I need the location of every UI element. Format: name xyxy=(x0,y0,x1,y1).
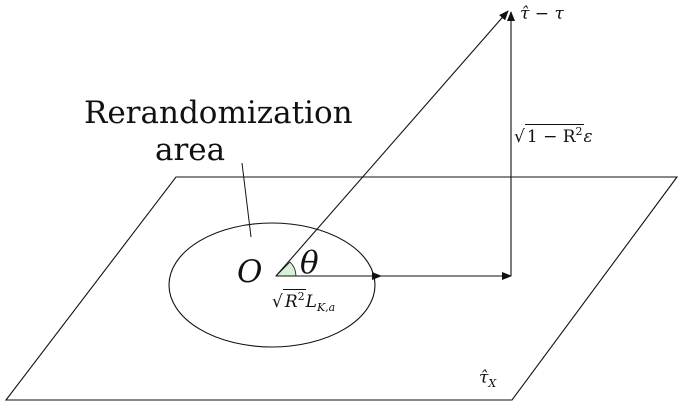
tau-hat-x-label: τ̂X xyxy=(479,368,497,390)
projection-plane xyxy=(4,176,679,401)
total-arrow xyxy=(275,10,509,277)
orthogonal-length-label: √1 − R2ε xyxy=(514,124,593,147)
area-leader-line xyxy=(241,162,252,238)
rerandomization-area-ellipse xyxy=(168,222,376,348)
tau-hat-minus-tau-label: τ̂ − τ xyxy=(520,4,564,24)
theta-label: θ xyxy=(300,245,319,281)
projection-length-label: √R2LK,a xyxy=(272,289,336,314)
area-label-line2: area xyxy=(155,132,226,168)
origin-label: O xyxy=(237,254,263,290)
area-label-line1: Rerandomization xyxy=(84,95,353,131)
